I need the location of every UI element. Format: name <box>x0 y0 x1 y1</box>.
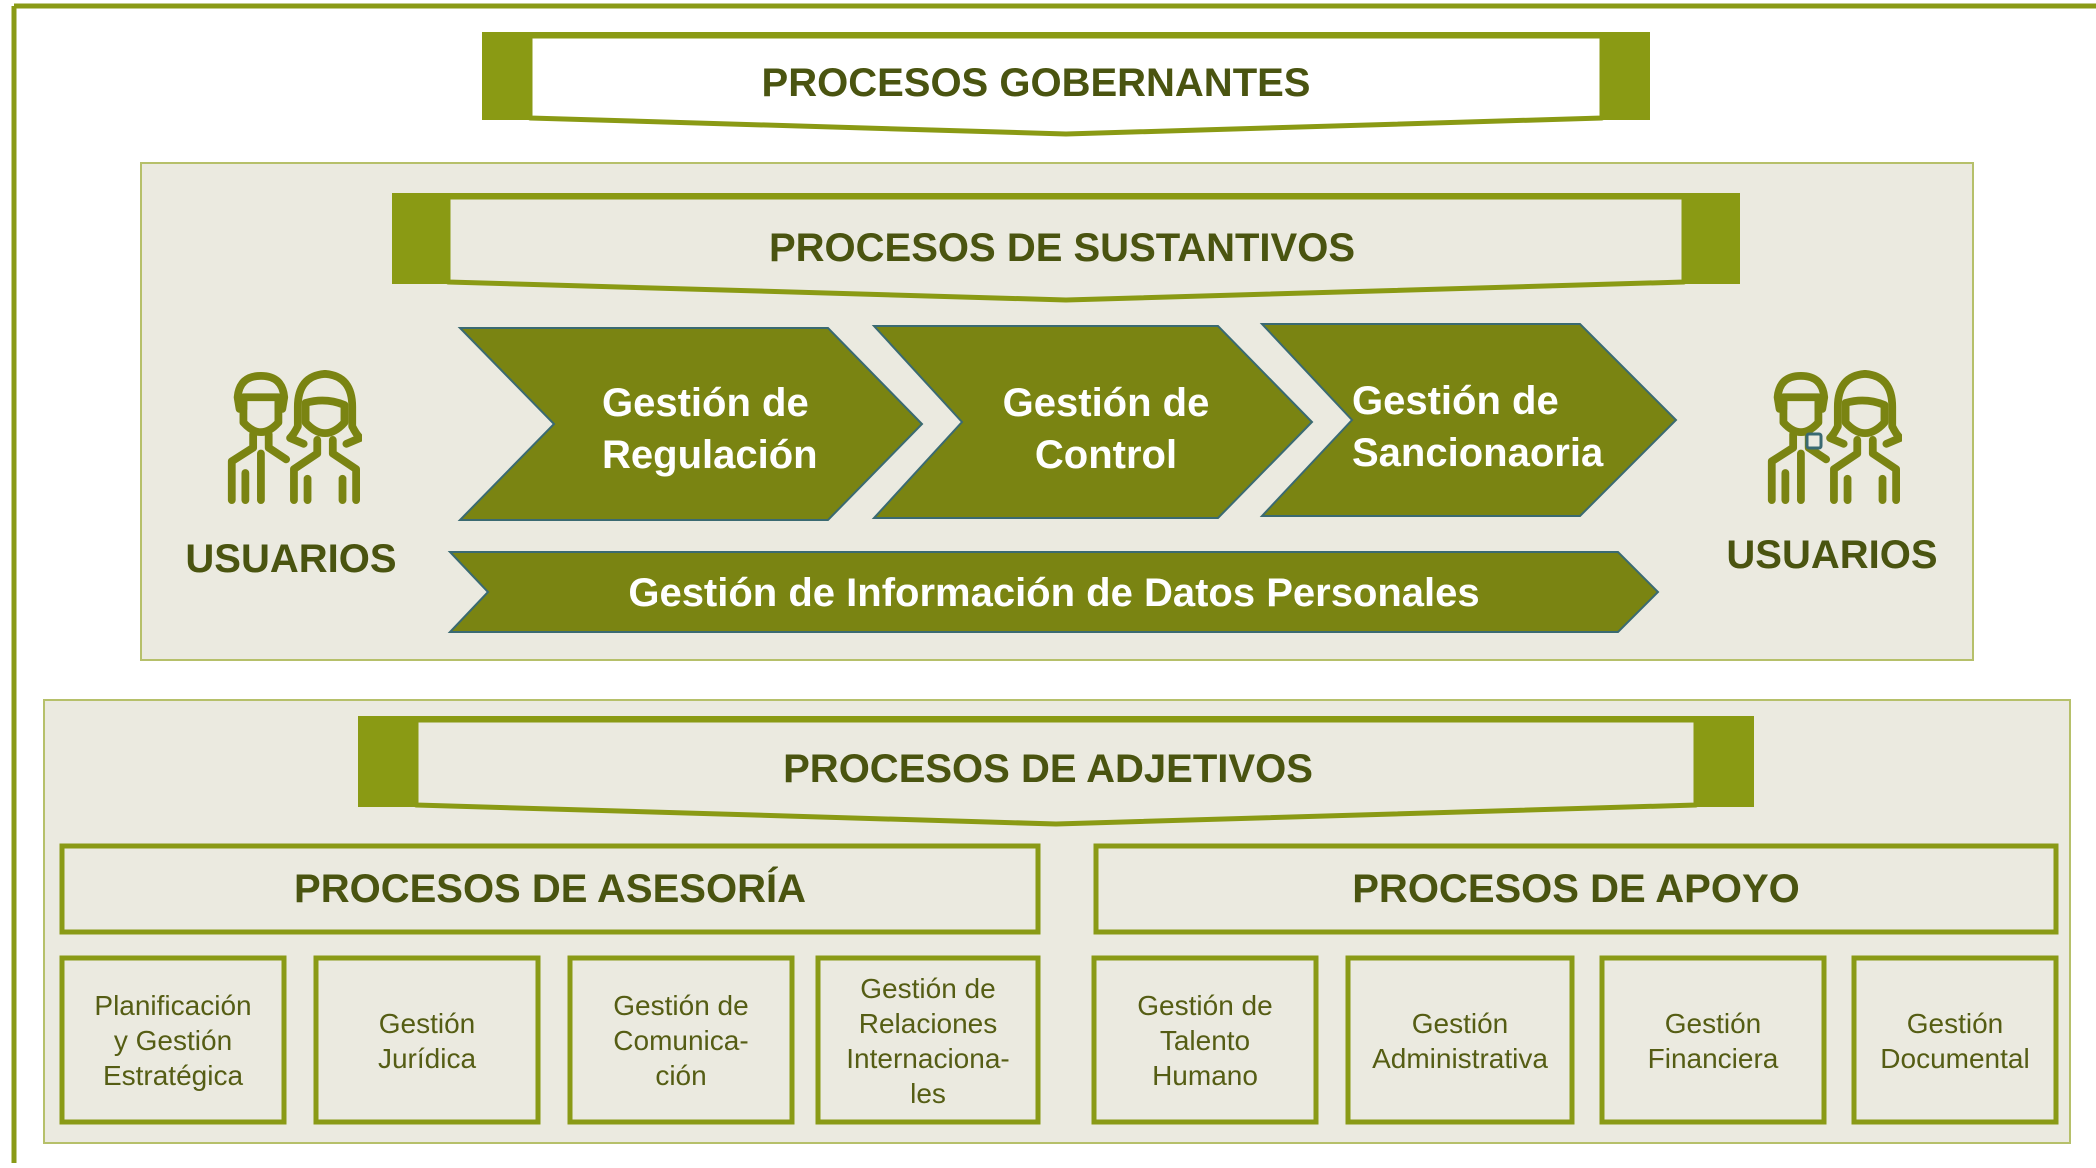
adjective-banner: PROCESOS DE ADJETIVOS <box>358 716 1754 827</box>
user-badge-icon <box>1805 432 1823 450</box>
banner-scroll <box>527 33 1605 137</box>
box-line: Gestión <box>1412 1008 1509 1039</box>
advisory-title: PROCESOS DE ASESORÍA <box>294 866 806 911</box>
support-boxes: Gestión de Talento Humano Gestión Admini… <box>1091 955 2059 1125</box>
support-title: PROCESOS DE APOYO <box>1352 867 1800 911</box>
box-line: Jurídica <box>378 1043 476 1074</box>
substantive-banner: PROCESOS DE SUSTANTIVOS <box>392 193 1740 303</box>
banner-scroll <box>413 717 1699 827</box>
advisory-boxes: Planificación y Gestión Estratégica Gest… <box>59 955 1041 1125</box>
personal-data-arrow: Gestión de Información de Datos Personal… <box>447 551 1660 633</box>
process-box-human-talent <box>1091 955 1319 1125</box>
box-line: Gestión de <box>860 973 995 1004</box>
box-line: Gestión de <box>613 990 748 1021</box>
chevron-sanction: Gestión de Sancionaoria <box>1259 323 1678 517</box>
process-box-legal <box>313 955 541 1125</box>
chevron-label-line1: Gestión de <box>1352 379 1559 423</box>
box-line: Gestión de <box>1137 990 1272 1021</box>
chevron-label-line2: Sancionaoria <box>1352 431 1604 475</box>
chevron-label-line2: Control <box>1035 433 1177 477</box>
box-line: ción <box>655 1060 706 1091</box>
support-header <box>1093 843 2059 935</box>
governing-title: PROCESOS GOBERNANTES <box>762 61 1311 105</box>
chevron-shape <box>1259 323 1678 517</box>
box-line: Gestión <box>1665 1008 1762 1039</box>
box-line: Administrativa <box>1372 1043 1548 1074</box>
chevron-shape <box>871 325 1314 519</box>
users-right-label: USUARIOS <box>1726 533 1937 577</box>
personal-data-label: Gestión de Información de Datos Personal… <box>628 571 1479 615</box>
box-line: Estratégica <box>103 1060 243 1091</box>
box-line: Talento <box>1160 1025 1250 1056</box>
process-box-administrative <box>1345 955 1575 1125</box>
process-box-international-relations <box>815 955 1041 1125</box>
banner-scroll <box>445 194 1687 303</box>
advisory-header <box>59 843 1041 935</box>
chevron-shape <box>457 327 924 521</box>
box-line: Documental <box>1880 1043 2029 1074</box>
chevron-label-line1: Gestión de <box>602 381 809 425</box>
box-line: Internaciona- <box>846 1043 1009 1074</box>
process-box-documental <box>1851 955 2059 1125</box>
users-left-label: USUARIOS <box>185 537 396 581</box>
substantive-title: PROCESOS DE SUSTANTIVOS <box>769 226 1355 270</box>
box-line: Financiera <box>1648 1043 1779 1074</box>
box-line: Comunica- <box>613 1025 748 1056</box>
chevron-label-line1: Gestión de <box>1003 381 1210 425</box>
box-line: Relaciones <box>859 1008 998 1039</box>
box-line: les <box>910 1078 946 1109</box>
box-line: Planificación <box>94 990 251 1021</box>
adjective-title: PROCESOS DE ADJETIVOS <box>783 747 1313 791</box>
chevron-regulation: Gestión de Regulación <box>457 327 924 521</box>
chevron-label-line2: Regulación <box>602 433 818 477</box>
box-line: Gestión <box>1907 1008 2004 1039</box>
governing-banner: PROCESOS GOBERNANTES <box>482 32 1650 137</box>
arrow-shape <box>447 551 1660 633</box>
box-line: Humano <box>1152 1060 1258 1091</box>
process-box-strategic-planning <box>59 955 287 1125</box>
process-box-communication <box>567 955 795 1125</box>
box-line: Gestión <box>379 1008 476 1039</box>
chevron-control: Gestión de Control <box>871 325 1314 519</box>
box-line: y Gestión <box>114 1025 232 1056</box>
process-box-financial <box>1599 955 1827 1125</box>
